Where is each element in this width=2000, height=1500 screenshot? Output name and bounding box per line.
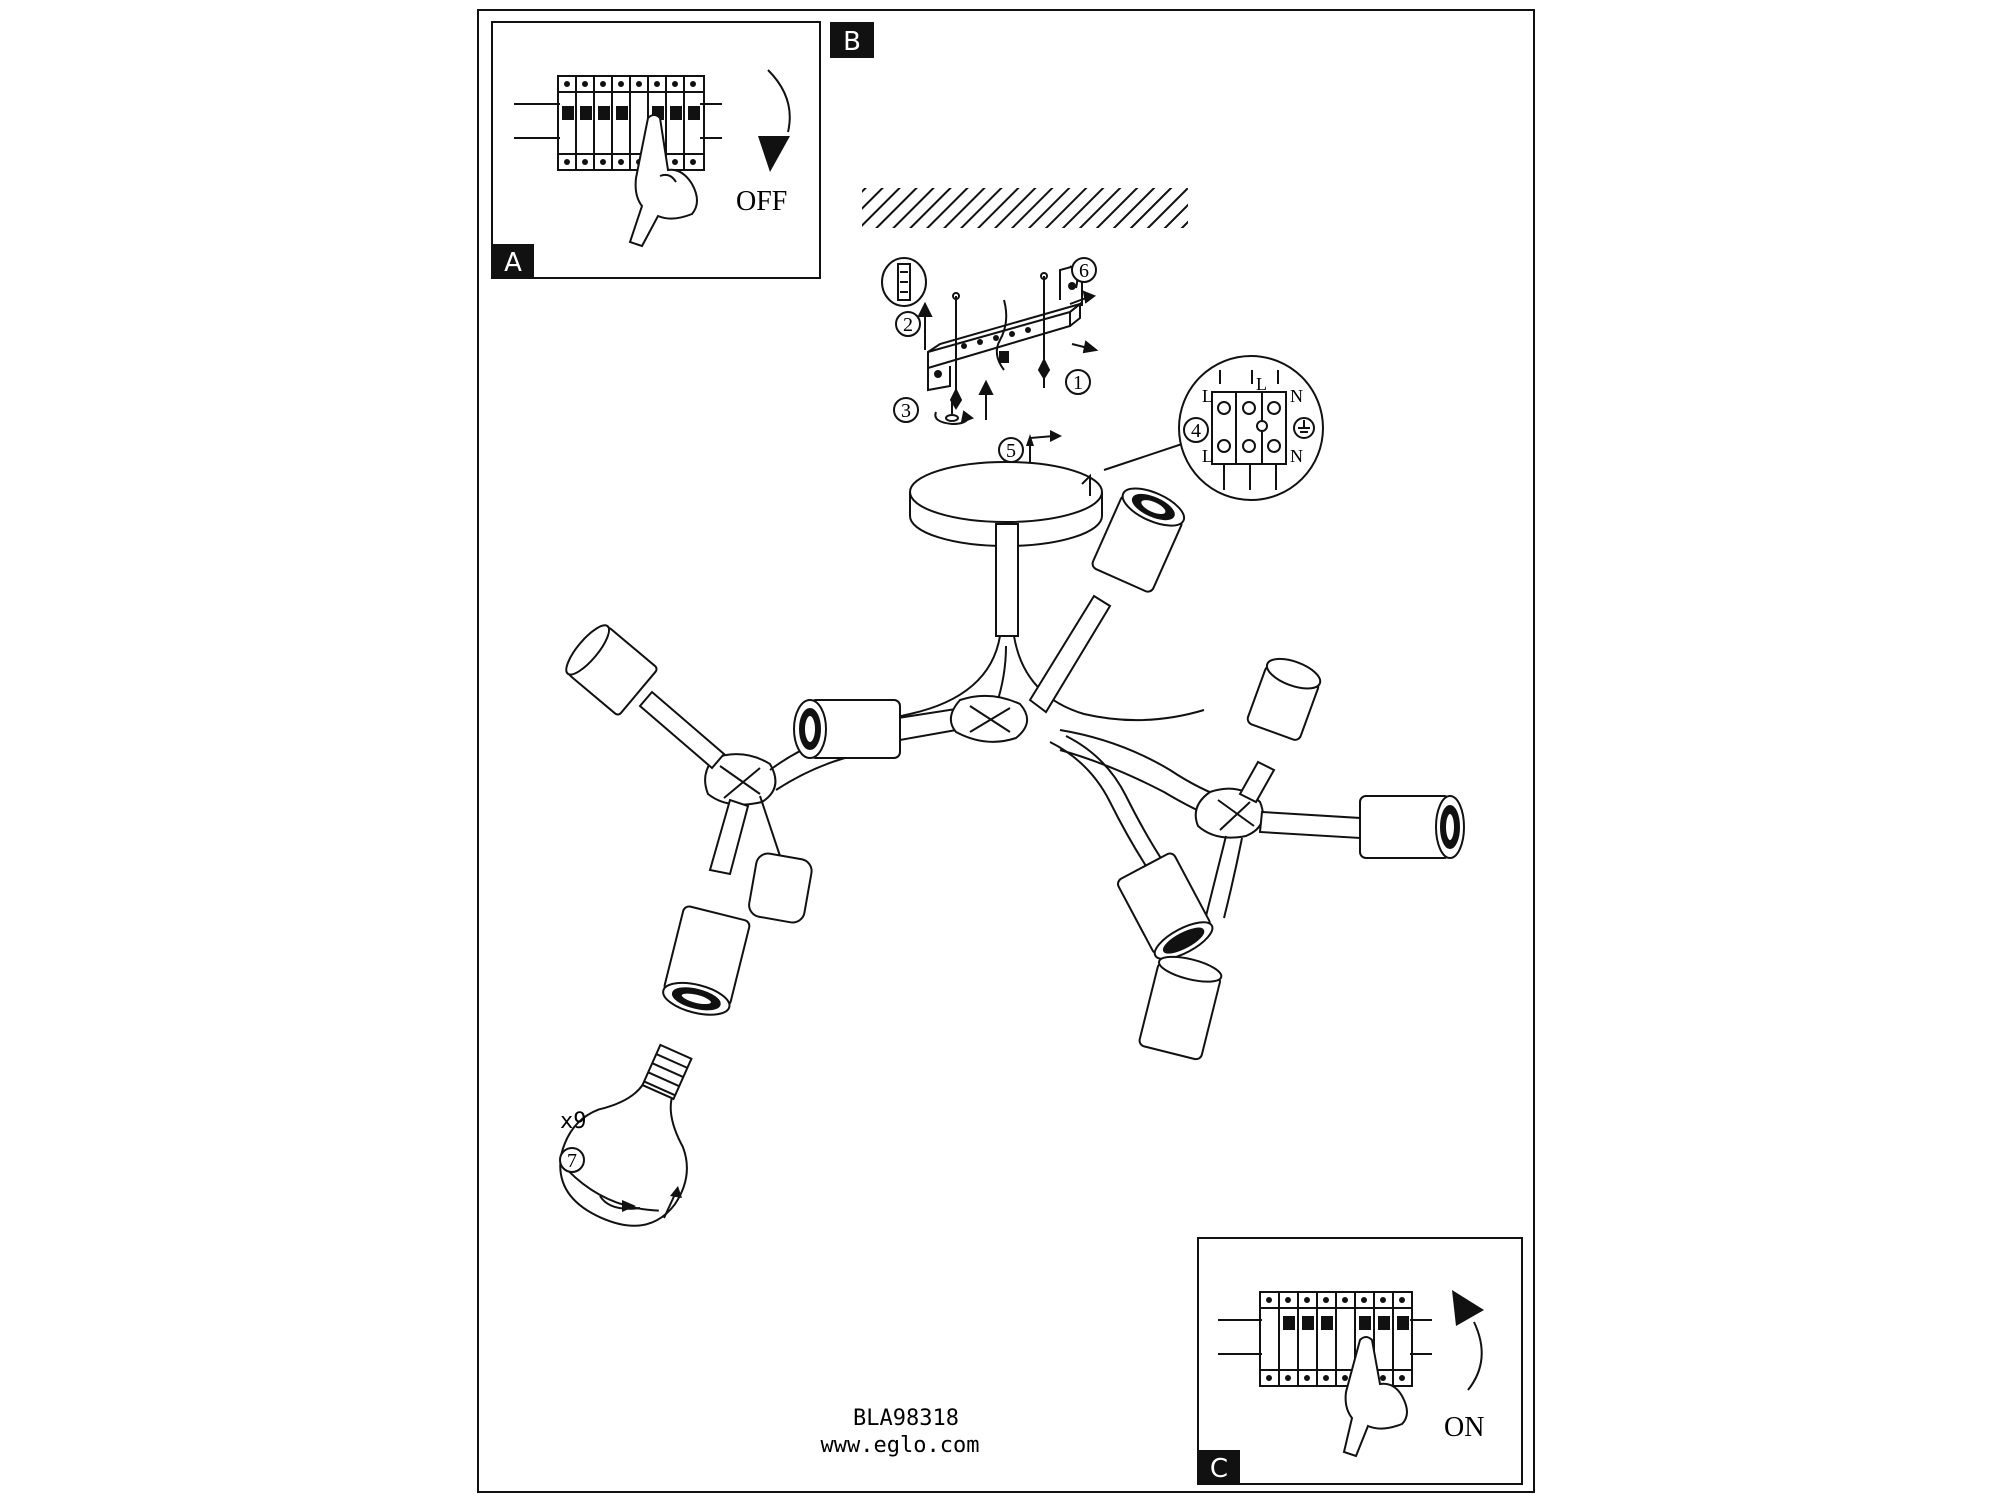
terminal-label-top-left: L <box>1202 386 1213 406</box>
panel-a-switch-off: OFF A <box>491 21 821 279</box>
switch-up-arrow-icon <box>1452 1290 1484 1391</box>
panel-a-tag: A <box>504 248 522 278</box>
terminal-label-top-mid: L <box>1256 374 1267 394</box>
step-1-marker: 1 <box>1065 369 1091 395</box>
breaker-panel-icon <box>514 75 722 171</box>
step-6-number: 6 <box>1079 260 1089 282</box>
step-7-marker: 7 <box>559 1147 585 1173</box>
terminal-label-bottom-left: L <box>1202 446 1213 466</box>
ground-icon <box>1293 417 1315 439</box>
callout-line <box>1103 439 1195 471</box>
panel-c-tag: C <box>1210 1454 1228 1484</box>
bulb-quantity: x9 <box>560 1109 587 1134</box>
switch-off-label: OFF <box>736 186 787 217</box>
step-4-marker: 4 <box>1183 417 1209 443</box>
step-2-number: 2 <box>903 314 913 336</box>
switch-down-arrow-icon <box>758 69 791 172</box>
terminal-block-zoom: L L N L N 4 <box>1178 355 1324 501</box>
step-6-marker: 6 <box>1071 257 1097 283</box>
website: www.eglo.com <box>821 1433 980 1458</box>
mounting-bracket <box>881 257 1099 426</box>
model-number: BLA98318 <box>853 1406 959 1431</box>
breaker-panel-icon <box>1218 1291 1432 1387</box>
step-5-number: 5 <box>1006 440 1016 462</box>
step-5-marker: 5 <box>998 430 1062 464</box>
step-1-number: 1 <box>1073 372 1083 394</box>
panel-c-switch-on: ON C <box>1197 1237 1523 1485</box>
step-2-marker: 2 <box>895 311 921 337</box>
step-3-number: 3 <box>901 400 911 422</box>
step-3-marker: 3 <box>893 397 919 423</box>
step-4-number: 4 <box>1191 420 1201 442</box>
panel-b-tag: B <box>843 27 861 57</box>
switch-on-label: ON <box>1444 1412 1484 1443</box>
page-frame <box>477 9 1535 1493</box>
hand-icon <box>1342 1336 1408 1458</box>
chandelier-fixture <box>565 487 1465 1061</box>
ceiling-hatch <box>862 188 1188 228</box>
terminal-label-top-right: N <box>1290 386 1303 406</box>
hand-icon <box>628 114 698 248</box>
light-bulb-icon <box>559 1043 693 1227</box>
terminal-label-bottom-right: N <box>1290 446 1303 466</box>
step-7-number: 7 <box>567 1150 577 1172</box>
panel-b-tag-box: B <box>830 22 874 58</box>
